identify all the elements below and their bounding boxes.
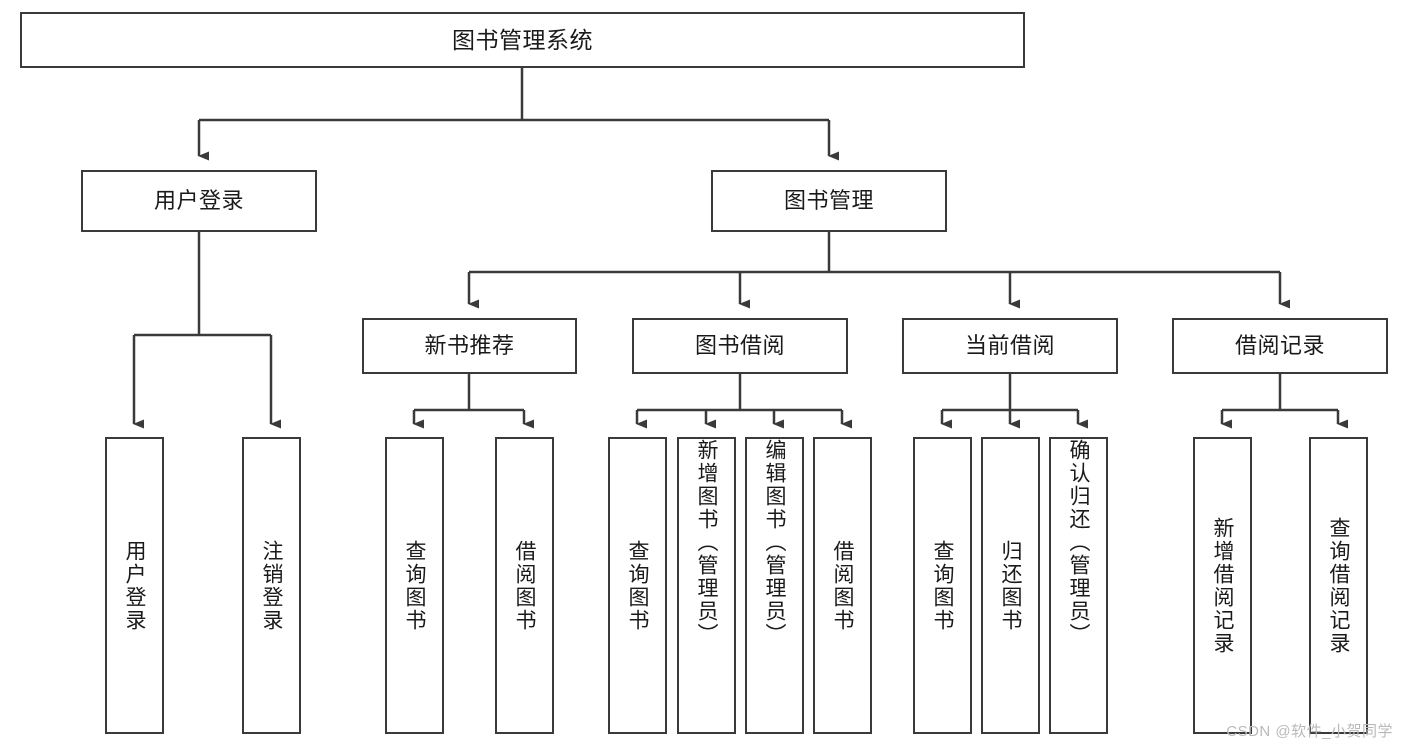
node-label: 图书管理系统: [452, 26, 593, 53]
leaf-user-login[interactable]: 用户登录: [105, 437, 164, 734]
leaf-logout[interactable]: 注销登录: [242, 437, 301, 734]
watermark-text: CSDN @软件_小贺同学: [1226, 723, 1393, 740]
leaf-borrow-book[interactable]: 借阅图书: [813, 437, 872, 734]
node-label: 查询图书: [403, 539, 426, 632]
node-label: 新增图书（管理员）: [695, 439, 718, 646]
node-label: 查询图书: [931, 539, 954, 632]
leaf-edit-book-admin[interactable]: 编辑图书（管理员）: [745, 437, 804, 734]
node-label: 确认归还（管理员）: [1067, 439, 1090, 646]
leaf-query-book-borrow[interactable]: 查询图书: [608, 437, 667, 734]
node-label: 用户登录: [153, 188, 244, 214]
node-root-system[interactable]: 图书管理系统: [20, 12, 1025, 68]
node-label: 借阅图书: [831, 539, 854, 632]
node-label: 借阅记录: [1234, 333, 1325, 359]
node-label: 借阅图书: [513, 539, 536, 632]
node-borrow-record[interactable]: 借阅记录: [1172, 318, 1388, 374]
leaf-query-book-current[interactable]: 查询图书: [913, 437, 972, 734]
node-label: 用户登录: [123, 539, 146, 632]
leaf-add-borrow-record[interactable]: 新增借阅记录: [1193, 437, 1252, 734]
node-label: 图书管理: [783, 188, 874, 214]
node-label: 归还图书: [999, 539, 1022, 632]
leaf-query-book-new[interactable]: 查询图书: [385, 437, 444, 734]
node-label: 当前借阅: [964, 333, 1055, 359]
node-label: 图书借阅: [694, 333, 785, 359]
node-user-login[interactable]: 用户登录: [81, 170, 317, 232]
node-book-management[interactable]: 图书管理: [711, 170, 947, 232]
node-label: 查询图书: [626, 539, 649, 632]
leaf-add-book-admin[interactable]: 新增图书（管理员）: [677, 437, 736, 734]
leaf-borrow-book-new[interactable]: 借阅图书: [495, 437, 554, 734]
node-label: 编辑图书（管理员）: [763, 439, 786, 646]
node-new-book-recommend[interactable]: 新书推荐: [362, 318, 577, 374]
leaf-query-borrow-record[interactable]: 查询借阅记录: [1309, 437, 1368, 734]
node-label: 新书推荐: [424, 333, 515, 359]
node-current-borrow[interactable]: 当前借阅: [902, 318, 1118, 374]
leaf-confirm-return-admin[interactable]: 确认归还（管理员）: [1049, 437, 1108, 734]
node-label: 注销登录: [260, 539, 283, 632]
node-label: 新增借阅记录: [1211, 516, 1234, 655]
node-book-borrow[interactable]: 图书借阅: [632, 318, 848, 374]
node-label: 查询借阅记录: [1327, 516, 1350, 655]
leaf-return-book[interactable]: 归还图书: [981, 437, 1040, 734]
